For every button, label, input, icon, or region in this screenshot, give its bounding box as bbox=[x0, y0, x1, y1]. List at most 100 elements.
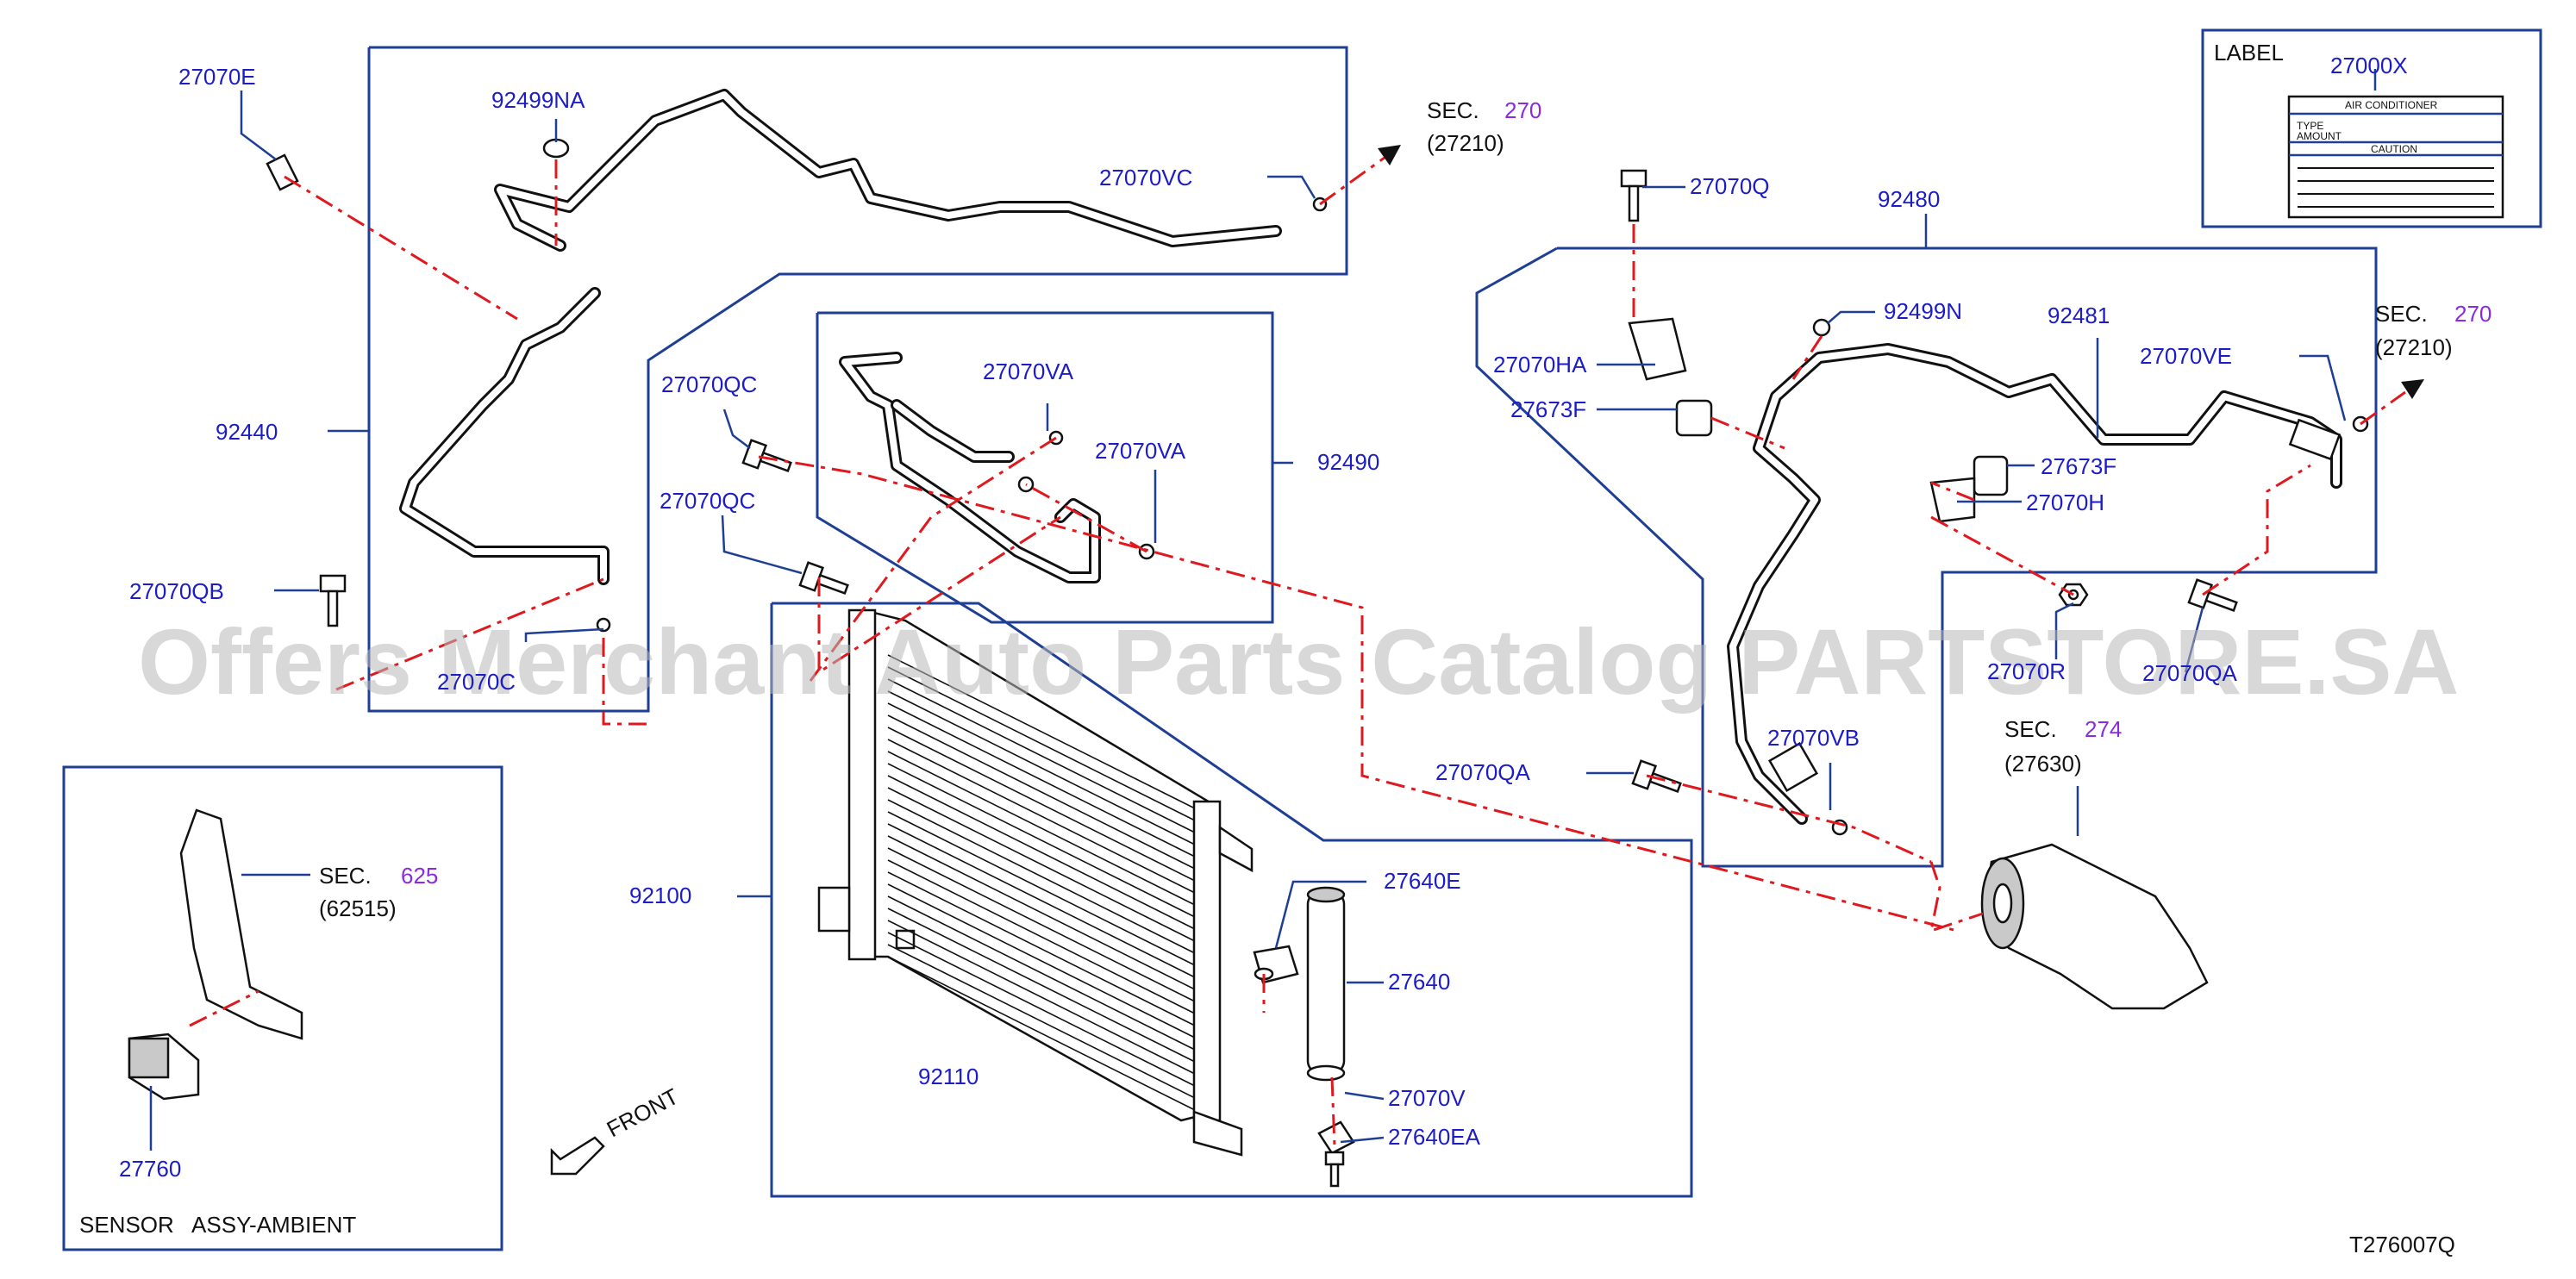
part-92499NA-label[interactable]: 92499NA bbox=[491, 87, 585, 113]
part-27673F-label-2[interactable]: 27673F bbox=[2041, 453, 2116, 479]
condenser-fin bbox=[887, 690, 1199, 847]
condenser-fin bbox=[887, 702, 1199, 859]
part-27760-label[interactable]: 27760 bbox=[119, 1156, 181, 1182]
sec-ref: (27630) bbox=[2004, 751, 2082, 777]
part-27070QA-label-2[interactable]: 27070QA bbox=[2142, 660, 2238, 686]
part-27070E-label[interactable]: 27070E bbox=[178, 64, 256, 90]
part-27000X-label[interactable]: 27000X bbox=[2330, 53, 2408, 78]
sec-prefix: SEC. bbox=[2004, 716, 2057, 742]
condenser-fin bbox=[887, 654, 1199, 811]
condenser-fin bbox=[887, 811, 1199, 968]
condenser-fin bbox=[887, 751, 1199, 908]
box-92100 bbox=[770, 602, 1693, 1198]
condenser-fin bbox=[887, 932, 1199, 1089]
part-92499N-label[interactable]: 92499N bbox=[1884, 298, 1962, 324]
sec-number: 625 bbox=[401, 863, 438, 889]
label-box bbox=[2201, 28, 2542, 228]
part-27070QB-label[interactable]: 27070QB bbox=[129, 578, 224, 604]
connection-lines bbox=[189, 153, 2406, 1147]
compressor bbox=[1980, 843, 2209, 1010]
part-27070H-label[interactable]: 27070H bbox=[2026, 490, 2104, 515]
part-27070VC-label[interactable]: 27070VC bbox=[1099, 165, 1192, 190]
part-27640E-label[interactable]: 27640E bbox=[1384, 868, 1461, 894]
part-92490-label[interactable]: 92490 bbox=[1317, 449, 1379, 475]
condenser-fin bbox=[887, 944, 1199, 1101]
part-27673F-label-1[interactable]: 27673F bbox=[1510, 396, 1586, 422]
part-27070VA-label-2[interactable]: 27070VA bbox=[1095, 438, 1186, 464]
part-27070HA-label[interactable]: 27070HA bbox=[1493, 352, 1587, 377]
part-27070QC-label-2[interactable]: 27070QC bbox=[660, 488, 755, 514]
condenser-fin bbox=[887, 666, 1199, 823]
condenser-fin bbox=[887, 871, 1199, 1028]
condenser-fin bbox=[887, 895, 1199, 1052]
condenser-fin bbox=[887, 847, 1199, 1004]
part-27070QC-label-1[interactable]: 27070QC bbox=[661, 371, 757, 397]
sec-ref-274[interactable]: SEC. 274 (27630) bbox=[2004, 716, 2122, 777]
condenser-fin bbox=[887, 714, 1199, 871]
ambient-sensor bbox=[128, 808, 303, 1101]
sec-ref-625[interactable]: SEC. 625 (62515) bbox=[319, 863, 438, 921]
sensor-box-caption: SENSOR ASSY-AMBIENT bbox=[79, 1212, 356, 1238]
condenser-fin bbox=[887, 908, 1199, 1064]
condenser-fin bbox=[887, 678, 1199, 835]
label-plate-line-4: CAUTION bbox=[2371, 143, 2417, 155]
condenser-fin bbox=[887, 775, 1199, 932]
label-plate-line-2: TYPE bbox=[2297, 120, 2323, 132]
front-label: FRONT bbox=[603, 1083, 683, 1143]
sensor-box bbox=[62, 765, 503, 1251]
part-27070R-label[interactable]: 27070R bbox=[1987, 658, 2066, 684]
part-27070VA-label-1[interactable]: 27070VA bbox=[983, 359, 1074, 384]
sec-number: 270 bbox=[2454, 301, 2492, 327]
condenser-fin bbox=[887, 835, 1199, 992]
receiver-drier-27640 bbox=[1253, 886, 1346, 1082]
sec-ref: (27210) bbox=[1427, 130, 1504, 156]
sec-number: 270 bbox=[1504, 97, 1541, 123]
condenser-fin bbox=[887, 956, 1199, 1113]
box-92480 bbox=[1475, 246, 2378, 868]
condenser-fin bbox=[887, 920, 1199, 1076]
condenser-fin bbox=[887, 739, 1199, 895]
front-arrow-icon bbox=[550, 1136, 605, 1176]
part-27070V-label[interactable]: 27070V bbox=[1388, 1085, 1466, 1111]
arrow-to-sec270-right bbox=[2401, 379, 2424, 399]
pipe-92480 bbox=[1727, 343, 2342, 825]
part-27070QA-label[interactable]: 27070QA bbox=[1435, 759, 1531, 785]
part-92100-label[interactable]: 92100 bbox=[629, 883, 691, 908]
pipe-92490 bbox=[839, 352, 1101, 583]
watermark: Offers Merchant Auto Parts Catalog PARTS… bbox=[138, 609, 2459, 714]
sec-prefix: SEC. bbox=[1427, 97, 1479, 123]
box-92440 bbox=[367, 46, 1348, 713]
sec-prefix: SEC. bbox=[319, 863, 372, 889]
label-plate: AIR CONDITIONER TYPE AMOUNT CAUTION bbox=[2287, 95, 2504, 219]
box-92490 bbox=[816, 311, 1274, 624]
condenser-fin bbox=[887, 799, 1199, 956]
sec-ref: (27210) bbox=[2375, 334, 2453, 360]
condenser-fin bbox=[887, 883, 1199, 1040]
part-27640EA-label[interactable]: 27640EA bbox=[1388, 1124, 1481, 1150]
arrow-to-sec270-top bbox=[1378, 145, 1401, 165]
condenser-fin bbox=[887, 859, 1199, 1016]
part-27070Q-label[interactable]: 27070Q bbox=[1690, 173, 1770, 199]
label-plate-line-3: AMOUNT bbox=[2297, 130, 2342, 142]
label-box-title: LABEL bbox=[2214, 40, 2284, 66]
condenser-fin bbox=[887, 763, 1199, 920]
sec-ref: (62515) bbox=[319, 895, 397, 921]
part-27070VB-label[interactable]: 27070VB bbox=[1767, 725, 1860, 751]
sec-ref-270-right[interactable]: SEC. 270 (27210) bbox=[2375, 301, 2492, 360]
part-92481-label[interactable]: 92481 bbox=[2048, 303, 2110, 328]
condenser-fin bbox=[887, 787, 1199, 944]
condenser-fin bbox=[887, 727, 1199, 883]
condenser-fin bbox=[887, 823, 1199, 980]
part-27070VE-label[interactable]: 27070VE bbox=[2140, 343, 2232, 369]
part-27640-label[interactable]: 27640 bbox=[1388, 969, 1450, 995]
pipe-92440 bbox=[399, 89, 1282, 585]
part-92110-label[interactable]: 92110 bbox=[918, 1064, 979, 1089]
part-92440-label[interactable]: 92440 bbox=[216, 419, 278, 445]
sec-ref-270-top[interactable]: SEC. 270 (27210) bbox=[1427, 97, 1541, 156]
sec-prefix: SEC. bbox=[2375, 301, 2428, 327]
diagram-code: T276007Q bbox=[2349, 1232, 2455, 1257]
part-27070C-label[interactable]: 27070C bbox=[437, 669, 516, 695]
part-92480-label[interactable]: 92480 bbox=[1878, 186, 1940, 212]
label-plate-line-1: AIR CONDITIONER bbox=[2345, 99, 2438, 111]
